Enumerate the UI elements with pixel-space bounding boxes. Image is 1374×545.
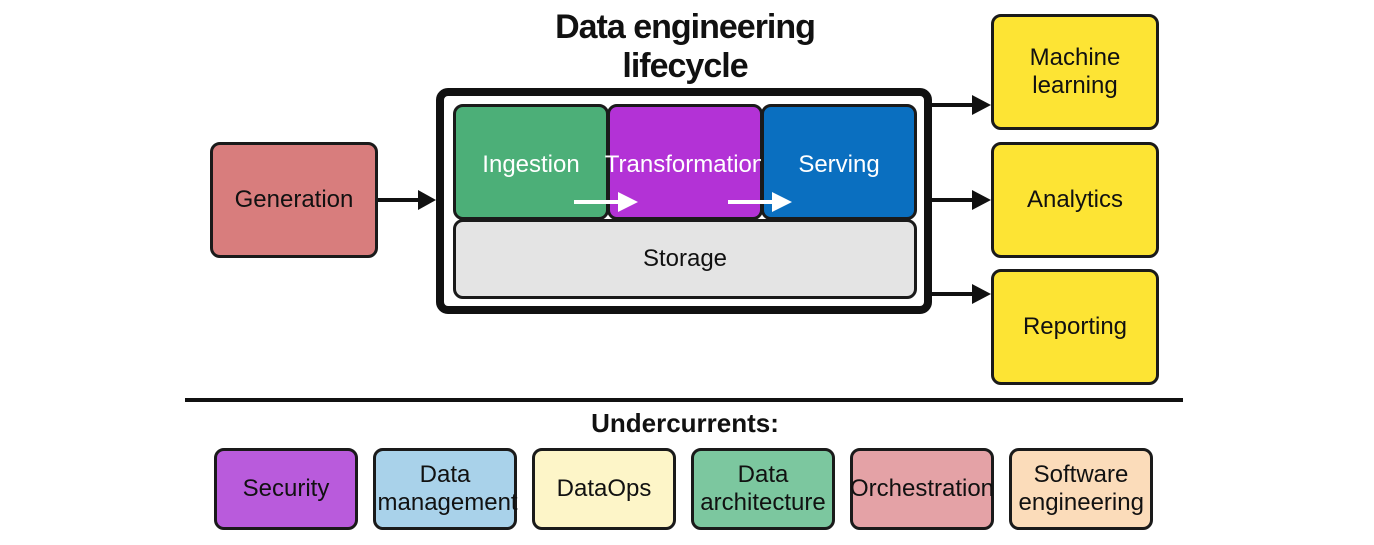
- arrowhead-analytics: [972, 190, 991, 210]
- undercurrents-title: Undercurrents:: [591, 408, 779, 438]
- arrowhead-generation: [418, 190, 436, 210]
- output-analytics: Analytics: [991, 142, 1159, 258]
- diagram-title: Data engineering lifecycle: [555, 8, 816, 85]
- output-machine-learning: Machine learning: [991, 14, 1159, 130]
- serving-label: Serving: [798, 151, 880, 178]
- generation-label: Generation: [234, 186, 354, 213]
- storage-label: Storage: [642, 245, 728, 272]
- output-reporting: Reporting: [991, 269, 1159, 385]
- arrowhead-machine-learning: [972, 95, 991, 115]
- undercurrent-data-architecture: Data architecture: [691, 448, 835, 530]
- generation-box: Generation: [210, 142, 378, 258]
- serving-box: Serving: [761, 104, 917, 220]
- undercurrent-software-engineering: Software engineering: [1009, 448, 1153, 530]
- undercurrent-label: Security: [242, 475, 330, 502]
- output-label: Reporting: [1022, 313, 1128, 340]
- undercurrent-orchestration: Orchestration: [850, 448, 994, 530]
- ingestion-box: Ingestion: [453, 104, 609, 220]
- undercurrent-label: Software engineering: [1018, 461, 1144, 516]
- transformation-label: Transformation: [604, 151, 766, 178]
- output-label: Analytics: [1026, 186, 1124, 213]
- undercurrent-label: Data architecture: [700, 461, 826, 516]
- arrowhead-reporting: [972, 284, 991, 304]
- undercurrent-label: Data management: [377, 461, 518, 516]
- storage-box: Storage: [453, 219, 917, 299]
- transformation-box: Transformation: [604, 104, 766, 220]
- undercurrent-label: DataOps: [556, 475, 652, 502]
- ingestion-label: Ingestion: [482, 151, 580, 178]
- undercurrent-data-management: Data management: [373, 448, 518, 530]
- output-label: Machine learning: [1029, 44, 1121, 99]
- undercurrent-dataops: DataOps: [532, 448, 676, 530]
- undercurrent-label: Orchestration: [849, 475, 995, 502]
- section-divider: [185, 398, 1183, 402]
- undercurrent-security: Security: [214, 448, 358, 530]
